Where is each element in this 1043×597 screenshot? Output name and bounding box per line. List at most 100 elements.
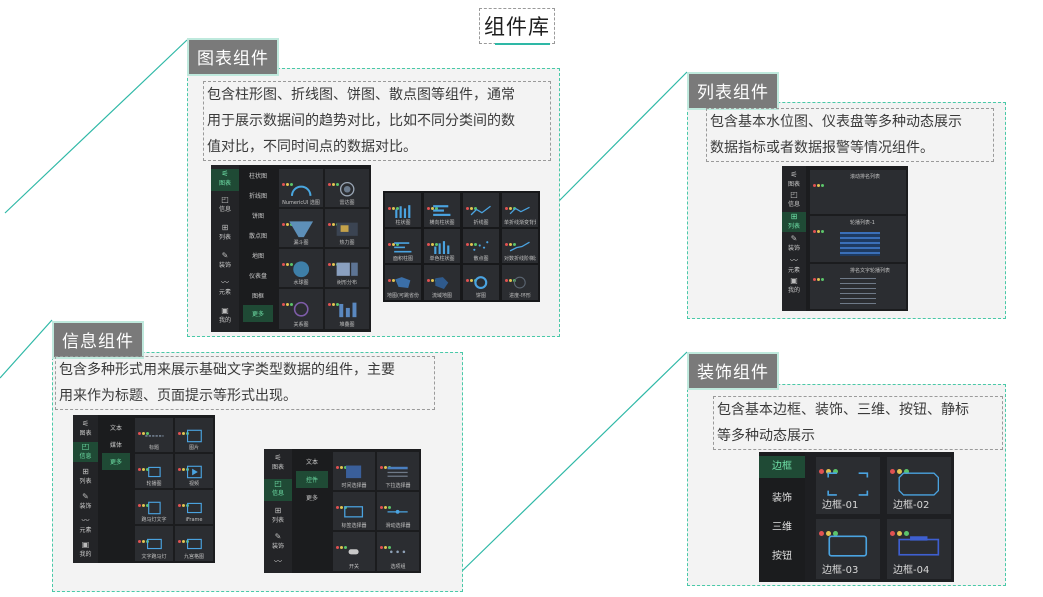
window-dots — [890, 521, 911, 540]
subcat-control[interactable]: 控件 — [296, 471, 328, 488]
sidebar-item-chart[interactable]: ⚟图表 — [264, 453, 292, 475]
component-card[interactable]: 选项组 — [377, 532, 419, 571]
component-card[interactable]: 对数折线阶梯比图 — [502, 229, 538, 263]
component-card[interactable]: 文字跑马灯 — [135, 526, 173, 561]
component-card[interactable]: 标签选择器 — [333, 492, 375, 530]
subcat-text[interactable]: 文本 — [109, 425, 122, 432]
sidebar-item-element[interactable]: 〰元素 — [211, 278, 239, 300]
component-card[interactable]: 折线图 — [463, 193, 499, 227]
component-card[interactable]: 单折线渐变背景 — [502, 193, 538, 227]
subcat-more[interactable]: 更多 — [243, 305, 273, 322]
subcat-line[interactable]: 折线图 — [248, 193, 267, 200]
component-card[interactable]: 视频 — [175, 454, 213, 488]
list-components-tag: 列表组件 — [687, 72, 779, 110]
sidebar-item-element[interactable]: 〰元素 — [782, 256, 806, 276]
component-card[interactable]: 横向柱状图 — [424, 193, 460, 227]
card-label: 九宫格图 — [183, 554, 204, 560]
component-card[interactable]: 时间选择器 — [333, 452, 375, 490]
component-card[interactable]: 堆叠图 — [325, 289, 369, 329]
component-card[interactable]: 轮播图 — [135, 454, 173, 488]
component-card[interactable]: 饼图 — [463, 265, 499, 300]
sidebar-item-list[interactable]: ⊞列表 — [264, 506, 292, 528]
category-sidebar: ⚟图表 ◰信息 ⊞列表 ✎装饰 〰元素 ▣我的 — [782, 166, 806, 311]
sidebar-item-chart[interactable]: ⚟图表 — [73, 419, 98, 439]
area-bar-icon — [394, 241, 412, 253]
sidebar-item-decor[interactable]: ✎装饰 — [73, 492, 98, 512]
sidebar-item-info[interactable]: ◰信息 — [264, 479, 292, 501]
component-card[interactable]: 标题 — [135, 418, 173, 452]
sidebar-item-mine[interactable]: ▣我的 — [782, 276, 806, 296]
component-card[interactable]: 散点图 — [463, 229, 499, 263]
component-card[interactable]: 边框-02 — [887, 457, 951, 514]
window-dots — [282, 291, 294, 310]
component-card[interactable]: 跑马灯文字 — [135, 490, 173, 524]
sidebar-item-element[interactable]: 〰元素 — [73, 516, 98, 536]
sidebar-item-info[interactable]: ◰信息 — [73, 442, 98, 462]
component-card[interactable]: 图片 — [175, 418, 213, 452]
component-card[interactable]: 雷达图 — [325, 169, 369, 207]
radar-icon — [339, 181, 355, 197]
sidebar-item-info[interactable]: ◰信息 — [211, 195, 239, 217]
sidebar-item-mine[interactable]: ▣我的 — [73, 540, 98, 560]
subcat-more[interactable]: 更多 — [102, 453, 130, 470]
component-card[interactable]: 下拉选择器 — [377, 452, 419, 490]
subcat-frame[interactable]: 图框 — [251, 293, 264, 300]
tab-decoration[interactable]: 装饰 — [772, 493, 792, 504]
component-card[interactable]: 流域地图 — [424, 265, 460, 300]
component-card[interactable]: 树形分布 — [325, 249, 369, 287]
component-card[interactable]: 关系图 — [279, 289, 323, 329]
component-card[interactable]: 九宫格图 — [175, 526, 213, 561]
chart-icon: ⚟ — [221, 169, 229, 178]
component-card[interactable]: 进度-环形 — [502, 265, 538, 300]
page-title: 组件库 — [479, 8, 555, 44]
component-card[interactable]: 热力图 — [325, 209, 369, 247]
subcat-map[interactable]: 地图 — [251, 253, 264, 260]
component-card[interactable]: NumericUI 选图 — [279, 169, 323, 207]
component-card[interactable]: 单色柱状图 — [424, 229, 460, 263]
tab-button[interactable]: 按钮 — [772, 551, 792, 562]
component-card[interactable]: 边框-03 — [816, 519, 880, 579]
component-card[interactable]: 漏斗图 — [279, 209, 323, 247]
component-card[interactable]: 边框-04 — [887, 519, 951, 579]
subcat-pie[interactable]: 饼图 — [251, 213, 264, 220]
sidebar-item-list[interactable]: ⊞列表 — [73, 467, 98, 487]
sidebar-item-list[interactable]: ⊞列表 — [782, 212, 806, 232]
component-card[interactable]: 面积柱图 — [385, 229, 421, 263]
sidebar-item-decor[interactable]: ✎装饰 — [264, 532, 292, 554]
window-dots — [890, 459, 911, 478]
subcat-bar[interactable]: 柱状图 — [248, 173, 267, 180]
sidebar-item-decor[interactable]: ✎装饰 — [782, 234, 806, 254]
component-card[interactable]: 边框-01 — [816, 457, 880, 514]
component-card[interactable]: 滚动排名列表 — [810, 170, 906, 214]
sidebar-item-mine[interactable]: ▣我的 — [211, 306, 239, 328]
component-card[interactable]: 轮播列表-1 — [810, 216, 906, 262]
subcat-more[interactable]: 更多 — [305, 495, 318, 502]
component-card[interactable]: 滑动选择器 — [377, 492, 419, 530]
sidebar-item-decor[interactable]: ✎装饰 — [211, 251, 239, 273]
subcat-gauge[interactable]: 仪表盘 — [248, 273, 267, 280]
subcat-media[interactable]: 媒体 — [109, 442, 122, 449]
component-card[interactable]: iFrame — [175, 490, 213, 524]
window-dots — [427, 195, 439, 214]
subcat-text[interactable]: 文本 — [305, 459, 318, 466]
slider-picker-icon — [387, 509, 409, 514]
tab-border[interactable]: 边框 — [759, 456, 805, 478]
sidebar-item-chart[interactable]: ⚟图表 — [211, 169, 239, 191]
sidebar-item-element[interactable]: 〰 — [264, 557, 292, 571]
sidebar-item-info[interactable]: ◰信息 — [782, 190, 806, 210]
sidebar-label: 信息 — [787, 201, 800, 208]
sidebar-label: 信息 — [79, 453, 92, 460]
border-03-icon — [828, 535, 868, 558]
tab-3d[interactable]: 三维 — [772, 522, 792, 533]
sidebar-item-chart[interactable]: ⚟图表 — [782, 170, 806, 190]
component-card[interactable]: 开关 — [333, 532, 375, 571]
component-card[interactable]: 排名文字轮播列表 — [810, 264, 906, 309]
sidebar-item-list[interactable]: ⊞列表 — [211, 223, 239, 245]
component-card[interactable]: 水球图 — [279, 249, 323, 287]
subcat-scatter[interactable]: 散点图 — [248, 233, 267, 240]
component-card[interactable]: 柱状图 — [385, 193, 421, 227]
card-label: 漏斗图 — [293, 240, 309, 246]
sidebar-label: 图表 — [271, 464, 284, 471]
progress-ring-icon — [514, 276, 526, 289]
component-card[interactable]: 地图(可跳省份) — [385, 265, 421, 300]
